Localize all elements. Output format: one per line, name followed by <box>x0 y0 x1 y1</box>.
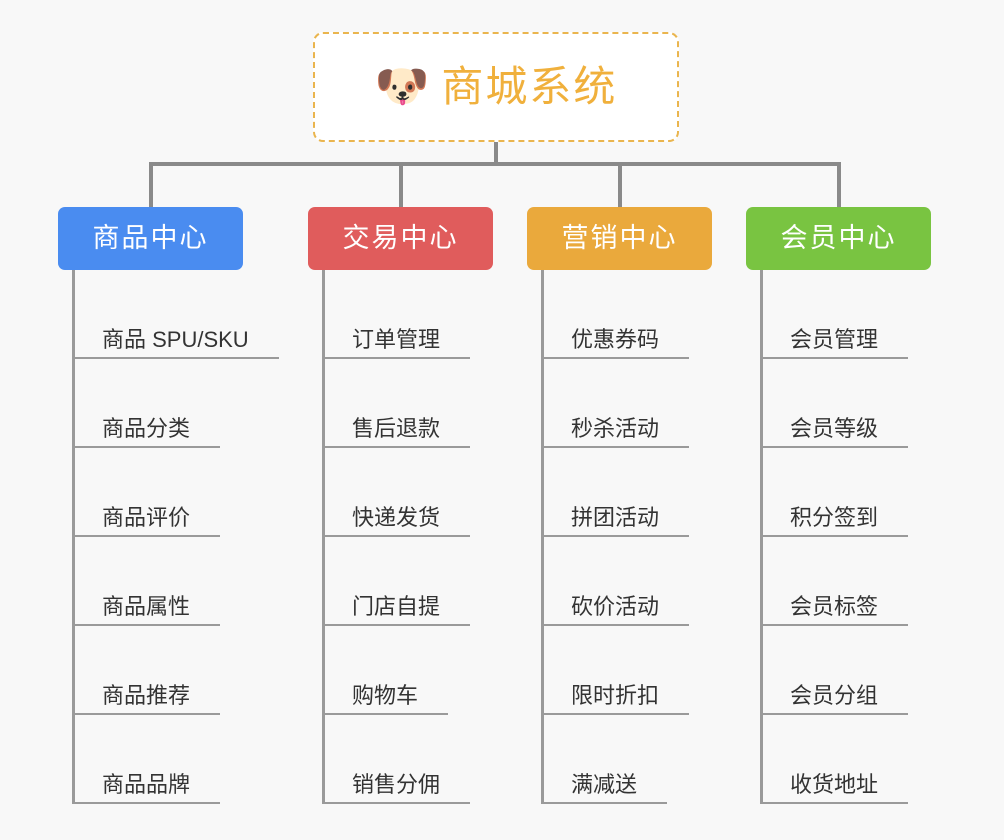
leaf-item-label: 收货地址 <box>790 772 879 797</box>
connector-vertical <box>398 162 403 207</box>
column-trunk-line <box>72 270 75 804</box>
leaf-item-label: 会员管理 <box>790 327 879 352</box>
category-header-marketing-center[interactable]: 营销中心 <box>527 207 712 270</box>
column-trunk-line <box>541 270 544 804</box>
leaf-underline <box>322 357 470 359</box>
leaf-underline <box>322 802 470 804</box>
leaf-underline <box>541 357 689 359</box>
leaf-underline <box>72 357 279 359</box>
leaf-item-label: 商品 SPU/SKU <box>102 327 249 352</box>
leaf-underline <box>760 624 908 626</box>
leaf-item-label: 限时折扣 <box>571 683 660 708</box>
leaf-item-label: 快递发货 <box>352 505 441 530</box>
leaf-item-label: 会员标签 <box>790 594 879 619</box>
leaf-underline <box>72 802 220 804</box>
leaf-item-label: 商品评价 <box>102 505 191 530</box>
leaf-underline <box>72 624 220 626</box>
leaf-item-label: 购物车 <box>352 683 419 708</box>
leaf-item-label: 拼团活动 <box>571 505 660 530</box>
connector-horizontal <box>148 162 841 166</box>
leaf-item-label: 商品属性 <box>102 594 191 619</box>
leaf-item-label: 订单管理 <box>352 327 441 352</box>
leaf-item-label: 秒杀活动 <box>571 416 660 441</box>
root-node-shop-system[interactable]: 🐶 商城系统 <box>313 32 679 142</box>
column-trunk-line <box>760 270 763 804</box>
leaf-item-label: 满减送 <box>571 772 638 797</box>
leaf-underline <box>760 713 908 715</box>
leaf-underline <box>72 535 220 537</box>
leaf-underline <box>322 624 470 626</box>
leaf-underline <box>760 802 908 804</box>
leaf-item-label: 优惠券码 <box>571 327 660 352</box>
leaf-item-label: 门店自提 <box>352 594 441 619</box>
leaf-item-label: 会员分组 <box>790 683 879 708</box>
leaf-underline <box>322 535 470 537</box>
leaf-underline <box>760 446 908 448</box>
root-node-title: 商城系统 <box>441 63 618 110</box>
leaf-underline <box>541 535 689 537</box>
leaf-underline <box>760 357 908 359</box>
leaf-item-label: 商品品牌 <box>102 772 191 797</box>
leaf-underline <box>541 713 689 715</box>
leaf-item-label: 积分签到 <box>790 505 879 530</box>
category-header-trade-center[interactable]: 交易中心 <box>308 207 493 270</box>
category-header-product-center[interactable]: 商品中心 <box>58 207 243 270</box>
leaf-underline <box>322 446 470 448</box>
connector-vertical <box>617 162 622 207</box>
connector-vertical <box>836 162 841 207</box>
leaf-item-label: 会员等级 <box>790 416 879 441</box>
connector-vertical <box>494 142 498 166</box>
leaf-item-label: 商品分类 <box>102 416 191 441</box>
leaf-underline <box>760 535 908 537</box>
leaf-underline <box>541 802 667 804</box>
category-header-label: 商品中心 <box>92 223 209 253</box>
leaf-underline <box>72 713 220 715</box>
leaf-item-label: 砍价活动 <box>571 594 660 619</box>
leaf-item-label: 销售分佣 <box>352 772 441 797</box>
connector-vertical <box>148 162 153 207</box>
category-header-label: 交易中心 <box>342 223 459 253</box>
leaf-underline <box>322 713 448 715</box>
category-header-label: 会员中心 <box>780 223 897 253</box>
leaf-underline <box>72 446 220 448</box>
column-trunk-line <box>322 270 325 804</box>
category-header-label: 营销中心 <box>561 223 678 253</box>
shiba-dog-face-icon: 🐶 <box>374 62 430 111</box>
leaf-underline <box>541 446 689 448</box>
leaf-item-label: 商品推荐 <box>102 683 191 708</box>
category-header-member-center[interactable]: 会员中心 <box>746 207 931 270</box>
leaf-item-label: 售后退款 <box>352 416 441 441</box>
leaf-underline <box>541 624 689 626</box>
